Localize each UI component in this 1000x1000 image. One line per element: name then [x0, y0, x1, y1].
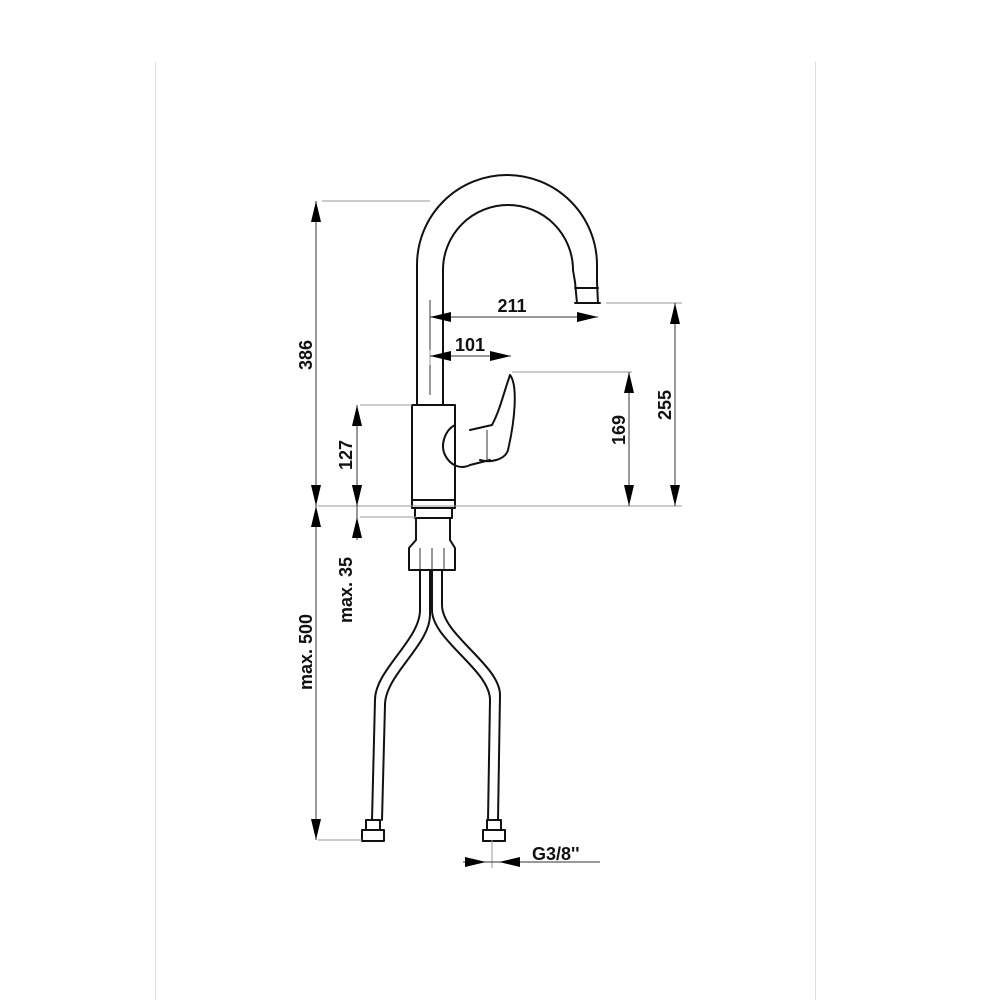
hose-left — [371, 569, 421, 821]
extension-lines — [318, 200, 682, 868]
dimension-spout-height — [670, 303, 680, 506]
lever-handle — [469, 374, 516, 463]
mounting-shank — [414, 507, 453, 519]
dimension-lever-height — [624, 372, 634, 506]
dimension-shank-length — [352, 485, 362, 540]
faucet-body — [411, 404, 456, 509]
hose-left-inner — [381, 569, 431, 821]
lever-cartridge — [442, 424, 491, 468]
dimension-hose-length — [311, 506, 321, 840]
hose-fitting-right — [482, 819, 506, 842]
body-height-label: 127 — [336, 440, 356, 470]
faucet-outline — [361, 174, 601, 842]
spout-height-label: 255 — [655, 390, 675, 420]
hose-right — [431, 569, 491, 821]
drawing-sheet — [155, 62, 816, 1000]
hose-length-label: max. 500 — [296, 614, 316, 690]
spout-reach-label: 211 — [497, 296, 526, 316]
lever-reach-label: 101 — [455, 335, 485, 355]
lever-height-label: 169 — [609, 415, 629, 445]
dimension-spout-reach — [430, 312, 598, 322]
dimension-lever-reach — [430, 351, 511, 361]
shank-length-label: max. 35 — [336, 557, 356, 623]
hose-right-inner — [441, 569, 501, 821]
spout-outer-edge — [416, 174, 599, 406]
thread-label: G3/8'' — [532, 844, 580, 864]
hose-fitting-left — [361, 819, 385, 842]
dimension-total-height — [311, 201, 321, 506]
spout-tip — [574, 287, 601, 304]
spout-inner-edge — [442, 204, 578, 406]
dimension-thread — [463, 857, 600, 867]
total-height-label: 386 — [296, 340, 316, 370]
